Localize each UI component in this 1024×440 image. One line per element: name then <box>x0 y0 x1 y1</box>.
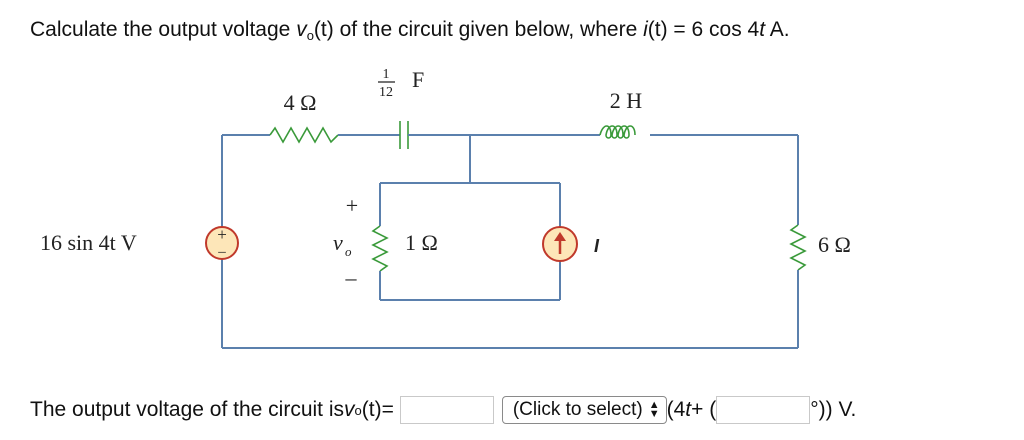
current-label: I <box>594 236 600 256</box>
answer-t: (t) <box>361 398 382 421</box>
function-select[interactable]: (Click to select) ▲▼ <box>501 396 667 424</box>
inductor-2h <box>599 125 636 139</box>
r1-label: 4 Ω <box>284 90 317 115</box>
source-minus: – <box>217 244 226 260</box>
answer-v-sub: o <box>354 402 362 418</box>
answer-prefix: The output voltage of the circuit is <box>30 398 345 421</box>
r2-label: 1 Ω <box>405 230 438 255</box>
answer-v: v <box>344 398 355 421</box>
question-v: v <box>296 18 307 41</box>
source-plus: + <box>217 225 227 244</box>
vo-subscript: o <box>345 244 352 259</box>
answer-equals: = <box>381 398 394 421</box>
question-i-paren: (t) <box>647 18 668 41</box>
resistor-1ohm <box>371 225 389 272</box>
cap-denominator: 12 <box>379 85 393 100</box>
amplitude-input[interactable] <box>399 396 494 424</box>
answer-t-var: t <box>685 398 692 421</box>
question-prefix: Calculate the output voltage <box>30 18 297 41</box>
vsrc-label: 16 sin 4t V <box>40 230 137 255</box>
question-middle: of the circuit given below, where <box>333 18 644 41</box>
question-t-var: t <box>759 18 766 41</box>
answer-plus: + ( <box>691 398 717 421</box>
current-source <box>542 226 578 262</box>
answer-mid: (4 <box>666 398 686 421</box>
voltage-source: + – <box>205 225 239 260</box>
question-text: Calculate the output voltage vo(t) of th… <box>30 18 790 43</box>
function-select-label: (Click to select) <box>512 399 643 420</box>
cap-numerator: 1 <box>383 67 390 82</box>
question-suffix: = 6 cos 4 <box>667 18 760 41</box>
question-unit: A. <box>765 18 790 41</box>
vo-minus: – <box>345 265 358 290</box>
inductor-label: 2 H <box>610 88 643 113</box>
question-v-sub: o <box>306 28 314 43</box>
resistor-6ohm <box>789 224 807 271</box>
select-arrows-icon: ▲▼ <box>648 399 660 420</box>
question-t: (t) <box>313 18 334 41</box>
cap-unit: F <box>412 67 424 92</box>
vo-plus: + <box>346 193 358 218</box>
r3-label: 6 Ω <box>818 232 851 257</box>
phase-input[interactable] <box>716 396 811 424</box>
vo-label: v <box>333 230 343 255</box>
circuit-wires <box>221 121 807 349</box>
answer-suffix: °)) V. <box>810 398 857 421</box>
question-i: i <box>643 18 648 41</box>
resistor-4ohm <box>269 126 339 144</box>
